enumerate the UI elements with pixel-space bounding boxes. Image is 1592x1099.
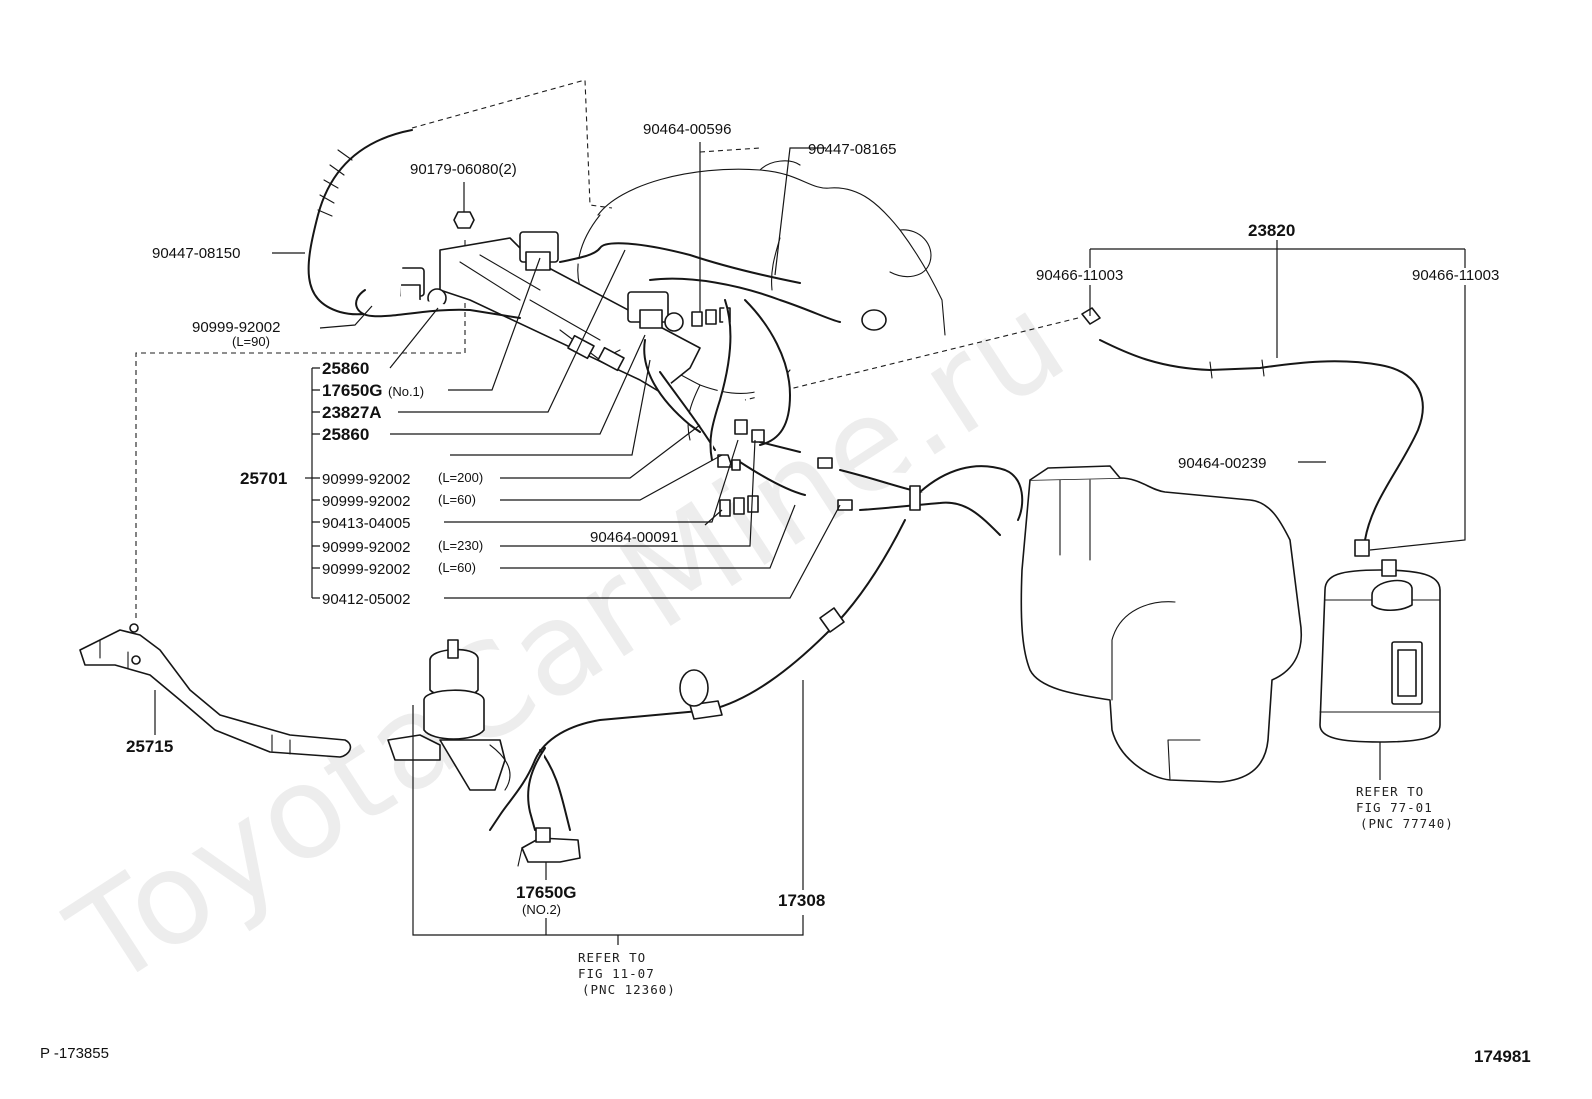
label-no2: (NO.2) <box>522 902 561 917</box>
vacuum-valve-assembly <box>387 639 511 791</box>
label-l90: (L=90) <box>232 334 270 349</box>
refer-line: (PNC 12360) <box>582 982 676 997</box>
group-item-part: 23827A <box>322 403 382 422</box>
part-labels: 90447-08150 90179-06080(2) 90464-00596 9… <box>126 121 1499 917</box>
upper-hoses <box>307 129 887 496</box>
group-item-note: (L=200) <box>438 470 483 485</box>
hose-23820 <box>1099 339 1424 541</box>
watermark: ToyotaCarMine.ru <box>45 265 1092 1017</box>
label-25715: 25715 <box>126 737 173 756</box>
footer-illustration-number: 174981 <box>1474 1047 1531 1066</box>
label-17650g-no2: 17650G <box>516 883 577 902</box>
refer-line: REFER TO <box>578 950 646 965</box>
refer-line: REFER TO <box>1356 784 1424 799</box>
vsv-bracket-assembly <box>387 211 731 393</box>
bracket-group-list: 25860 17650G (No.1) 23827A 25860 90999-9… <box>322 359 483 608</box>
footer-page-code: P -173855 <box>40 1045 109 1062</box>
refer-line: FIG 77-01 <box>1356 800 1433 815</box>
group-item-part: 25860 <box>322 425 369 444</box>
label-90447-08150: 90447-08150 <box>152 245 240 262</box>
group-item-part: 90999-92002 <box>322 493 410 510</box>
vsv-no2 <box>517 827 581 867</box>
refer-note-fig-77-01: REFER TO FIG 77-01 (PNC 77740) <box>1356 784 1454 831</box>
label-23820: 23820 <box>1248 221 1295 240</box>
fuel-tank <box>1020 465 1302 783</box>
label-90464-00596: 90464-00596 <box>643 121 731 138</box>
group-item-note: (L=60) <box>438 492 476 507</box>
label-90999-92002-top: 90999-92002 <box>192 319 280 336</box>
group-item-part: 25860 <box>322 359 369 378</box>
label-90466-11003-right: 90466-11003 <box>1412 267 1499 284</box>
hose-bundle-17308 <box>489 465 1024 831</box>
label-90464-00091: 90464-00091 <box>590 529 678 546</box>
group-item-part: 90999-92002 <box>322 471 410 488</box>
group-item-note: (L=230) <box>438 538 483 553</box>
group-item-part: 90999-92002 <box>322 539 410 556</box>
label-90447-08165: 90447-08165 <box>808 141 896 158</box>
refer-line: (PNC 77740) <box>1360 816 1454 831</box>
leader-lines <box>154 142 1466 945</box>
refer-line: FIG 11-07 <box>578 966 655 981</box>
label-90466-11003-left: 90466-11003 <box>1036 267 1123 284</box>
label-90464-00239: 90464-00239 <box>1178 455 1266 472</box>
label-17308: 17308 <box>778 891 825 910</box>
group-item-note: (No.1) <box>388 384 424 399</box>
group-item-part: 90999-92002 <box>322 561 410 578</box>
label-90179-06080: 90179-06080(2) <box>410 161 517 178</box>
charcoal-canister <box>1319 539 1441 743</box>
group-item-part: 90412-05002 <box>322 591 410 608</box>
group-item-note: (L=60) <box>438 560 476 575</box>
bracket-25715 <box>79 623 352 758</box>
label-25701: 25701 <box>240 469 287 488</box>
refer-note-fig-11-07: REFER TO FIG 11-07 (PNC 12360) <box>578 950 676 997</box>
group-item-part: 90413-04005 <box>322 515 410 532</box>
group-item-part: 17650G <box>322 381 383 400</box>
